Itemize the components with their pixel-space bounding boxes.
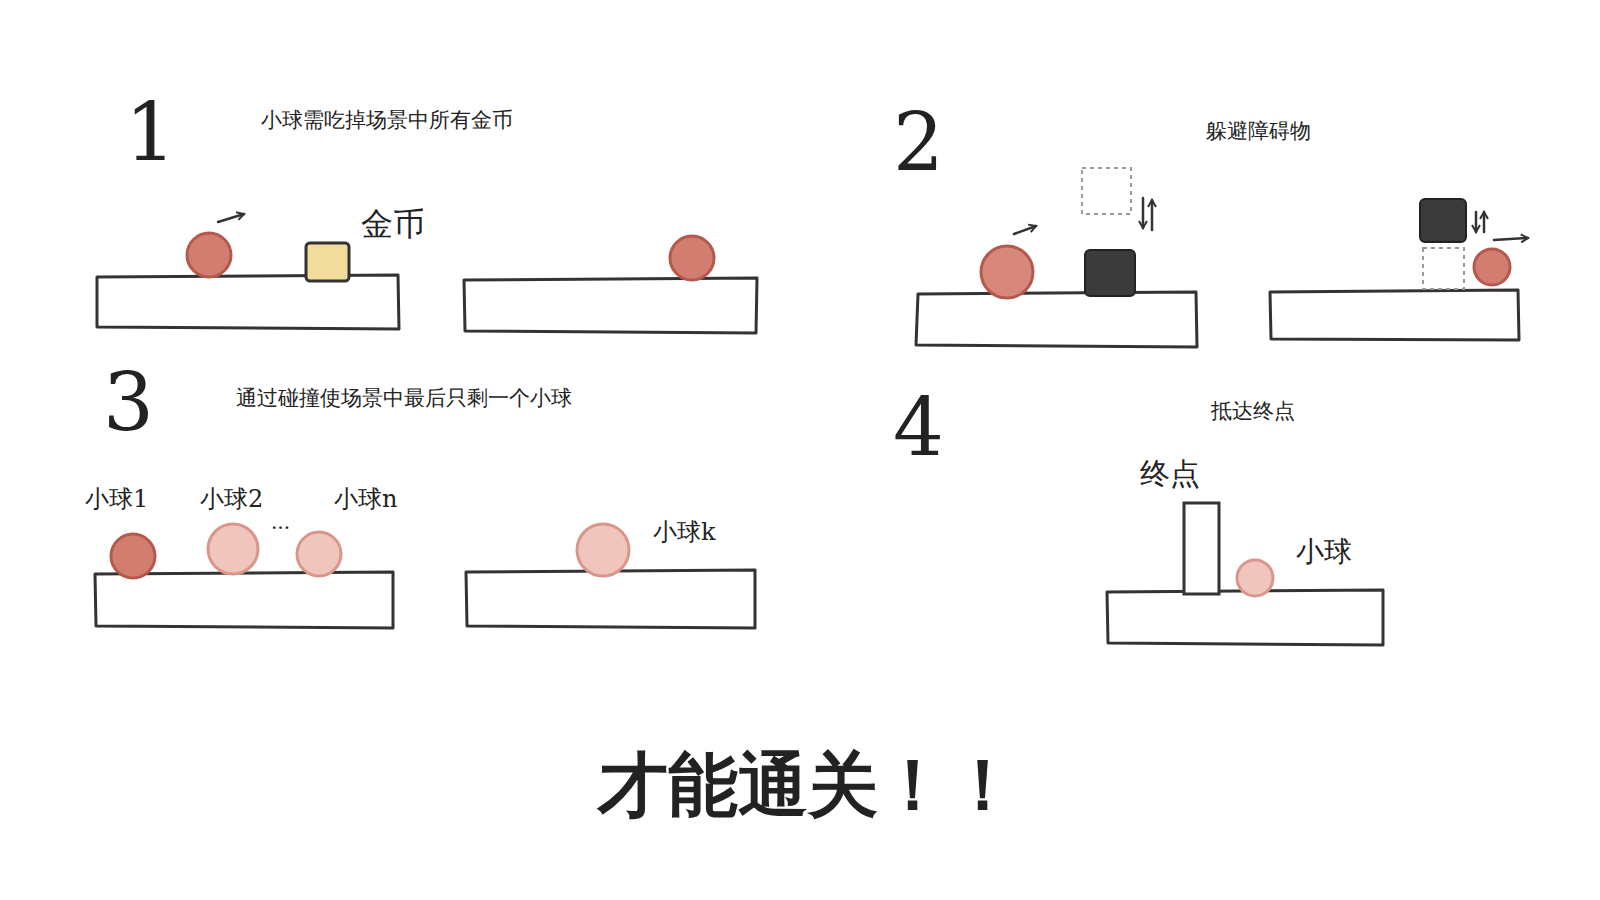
panel-number: 4 [893,382,944,474]
rule-text: 通过碰撞使场景中最后只剩一个小球 [236,386,572,410]
rule-text: 小球需吃掉场景中所有金币 [261,108,513,132]
ball-label: 小球k [653,519,716,547]
coin-label: 金币 [361,206,425,243]
rule-text: 抵达终点 [1211,399,1295,423]
rule-text: 躲避障碍物 [1206,119,1311,143]
ball-label: 小球1 [85,486,148,514]
panel-number: 1 [125,87,176,179]
ball-label: 小球2 [200,486,263,514]
panel-number: 3 [103,357,154,449]
goal-label: 终点 [1140,457,1200,492]
ellipsis-label: ... [271,511,290,534]
panel-number: 2 [893,97,944,189]
ball-label: 小球n [334,486,397,514]
ball-label: 小球 [1296,536,1352,568]
caption-text: 才能通关！！ [598,745,1018,826]
